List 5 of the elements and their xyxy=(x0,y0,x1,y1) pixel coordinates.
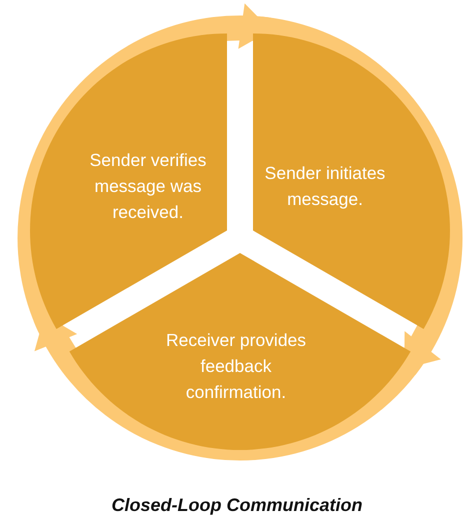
caption: Closed-Loop Communication xyxy=(110,495,364,516)
sector-label: Sender verifies message was received. xyxy=(88,149,208,224)
curved-arrow xyxy=(18,4,272,332)
sector-label: Sender initiates message. xyxy=(264,162,386,211)
sector-label: Receiver provides feedback confirmation. xyxy=(164,329,308,404)
